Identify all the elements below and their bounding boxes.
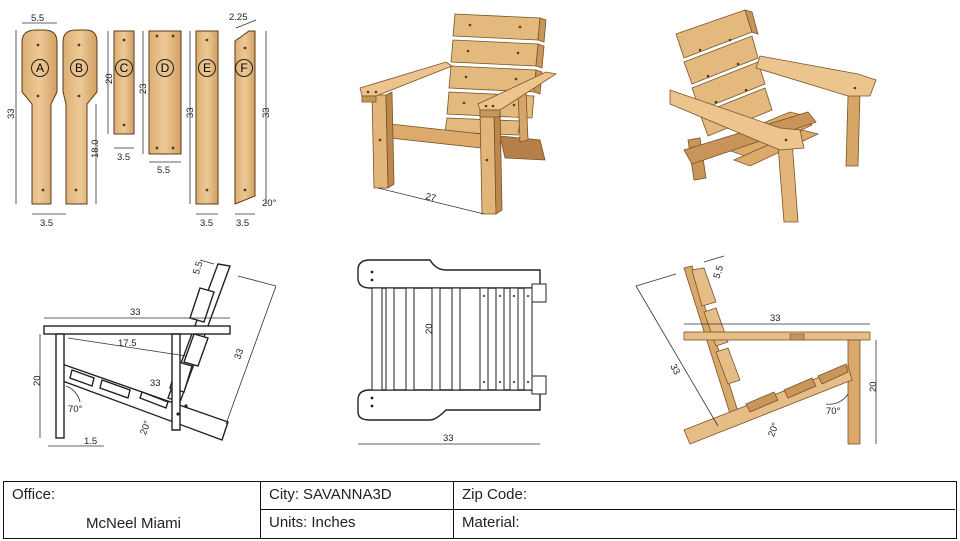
part-f [234, 30, 256, 205]
dim-parts-f-height: 33 [261, 107, 272, 118]
parts-dimensions: 5.5 33 3.5 18.0 20 3.5 23 5.5 33 3.5 2.2… [6, 12, 277, 229]
part-label-e: E [203, 61, 211, 75]
dim-side-back: 33 [232, 347, 246, 361]
dim-side2-slat: 5.5 [712, 264, 727, 280]
iso-view-rear [669, 9, 877, 223]
dim-side2-angle-b: 20° [766, 421, 781, 438]
side-view-right: 5.5 33 33 20 70° 20° [635, 255, 879, 445]
dim-side-angle-a: 70° [68, 404, 83, 415]
dim-parts-c-width: 3.5 [117, 152, 130, 163]
dim-side-angle-b: 20° [138, 419, 153, 436]
title-block: Office: McNeel Miami City:SAVANNA3D Unit… [3, 481, 957, 539]
part-label-c: C [120, 61, 129, 75]
part-d [148, 30, 182, 155]
office-cell: Office: McNeel Miami [4, 482, 261, 538]
dim-parts-width-a: 3.5 [40, 218, 53, 229]
dim-parts-f-width: 3.5 [236, 218, 249, 229]
city-label: City: [269, 486, 299, 503]
part-e [195, 30, 219, 205]
parts-diagram: A B C D E F 5.5 33 3.5 18.0 20 3.5 [6, 12, 277, 229]
dim-parts-e-height: 33 [185, 107, 196, 118]
part-label-d: D [161, 61, 170, 75]
part-label-b: B [75, 61, 83, 75]
dim-parts-b-lower: 18.0 [90, 140, 101, 159]
screw-dots [36, 34, 247, 192]
material-label: Material: [462, 514, 520, 531]
dim-side2-angle-a: 70° [826, 406, 841, 417]
part-a [21, 29, 58, 205]
part-label-f: F [240, 61, 247, 75]
dim-parts-d-width: 5.5 [157, 165, 170, 176]
city-cell: City:SAVANNA3D [261, 482, 454, 510]
dim-side2-height: 20 [868, 381, 879, 392]
office-value: McNeel Miami [86, 515, 182, 532]
part-label-a: A [36, 61, 44, 75]
part-c [113, 30, 135, 135]
units-value: Inches [311, 514, 356, 531]
units-cell: Units:Inches [261, 510, 454, 538]
dim-side-top: 33 [130, 307, 141, 318]
dim-parts-e-width: 3.5 [200, 218, 213, 229]
dim-parts-f-top: 2.25 [229, 12, 248, 23]
side-view-left: 33 5.5 33 17.5 33 20 70° 20° 1.5 [32, 259, 277, 447]
dim-parts-c-height: 20 [104, 73, 115, 84]
dim-side-height: 20 [32, 375, 43, 386]
dim-parts-d-height: 23 [138, 83, 149, 94]
dim-side-leg: 1.5 [84, 436, 97, 447]
zip-label: Zip Code: [462, 486, 528, 503]
dim-parts-width-top: 5.5 [31, 13, 44, 24]
units-label: Units: [269, 514, 308, 531]
top-view: 20 33 [357, 259, 547, 445]
dim-side2-top: 33 [770, 313, 781, 324]
dim-parts-height-a: 33 [6, 108, 17, 119]
material-cell: Material: [454, 510, 955, 538]
dim-top-width: 20 [424, 323, 435, 334]
dim-side2-back: 33 [667, 362, 682, 377]
city-value: SAVANNA3D [303, 486, 392, 503]
dim-parts-f-angle: 20° [262, 198, 277, 209]
part-b [62, 29, 98, 205]
dim-iso1-width: 27 [424, 191, 437, 204]
part-labels: A B C D E F [31, 59, 253, 77]
iso-view-front: 27 [359, 13, 558, 215]
office-label: Office: [12, 486, 56, 503]
drawing-sheet: A B C D E F 5.5 33 3.5 18.0 20 3.5 [6, 9, 879, 447]
dim-side-seat: 33 [150, 378, 161, 389]
dim-top-length: 33 [443, 433, 454, 444]
dim-side-seat-depth: 17.5 [118, 338, 137, 349]
dim-side-slat: 5.5 [191, 260, 206, 276]
zip-cell: Zip Code: [454, 482, 955, 510]
